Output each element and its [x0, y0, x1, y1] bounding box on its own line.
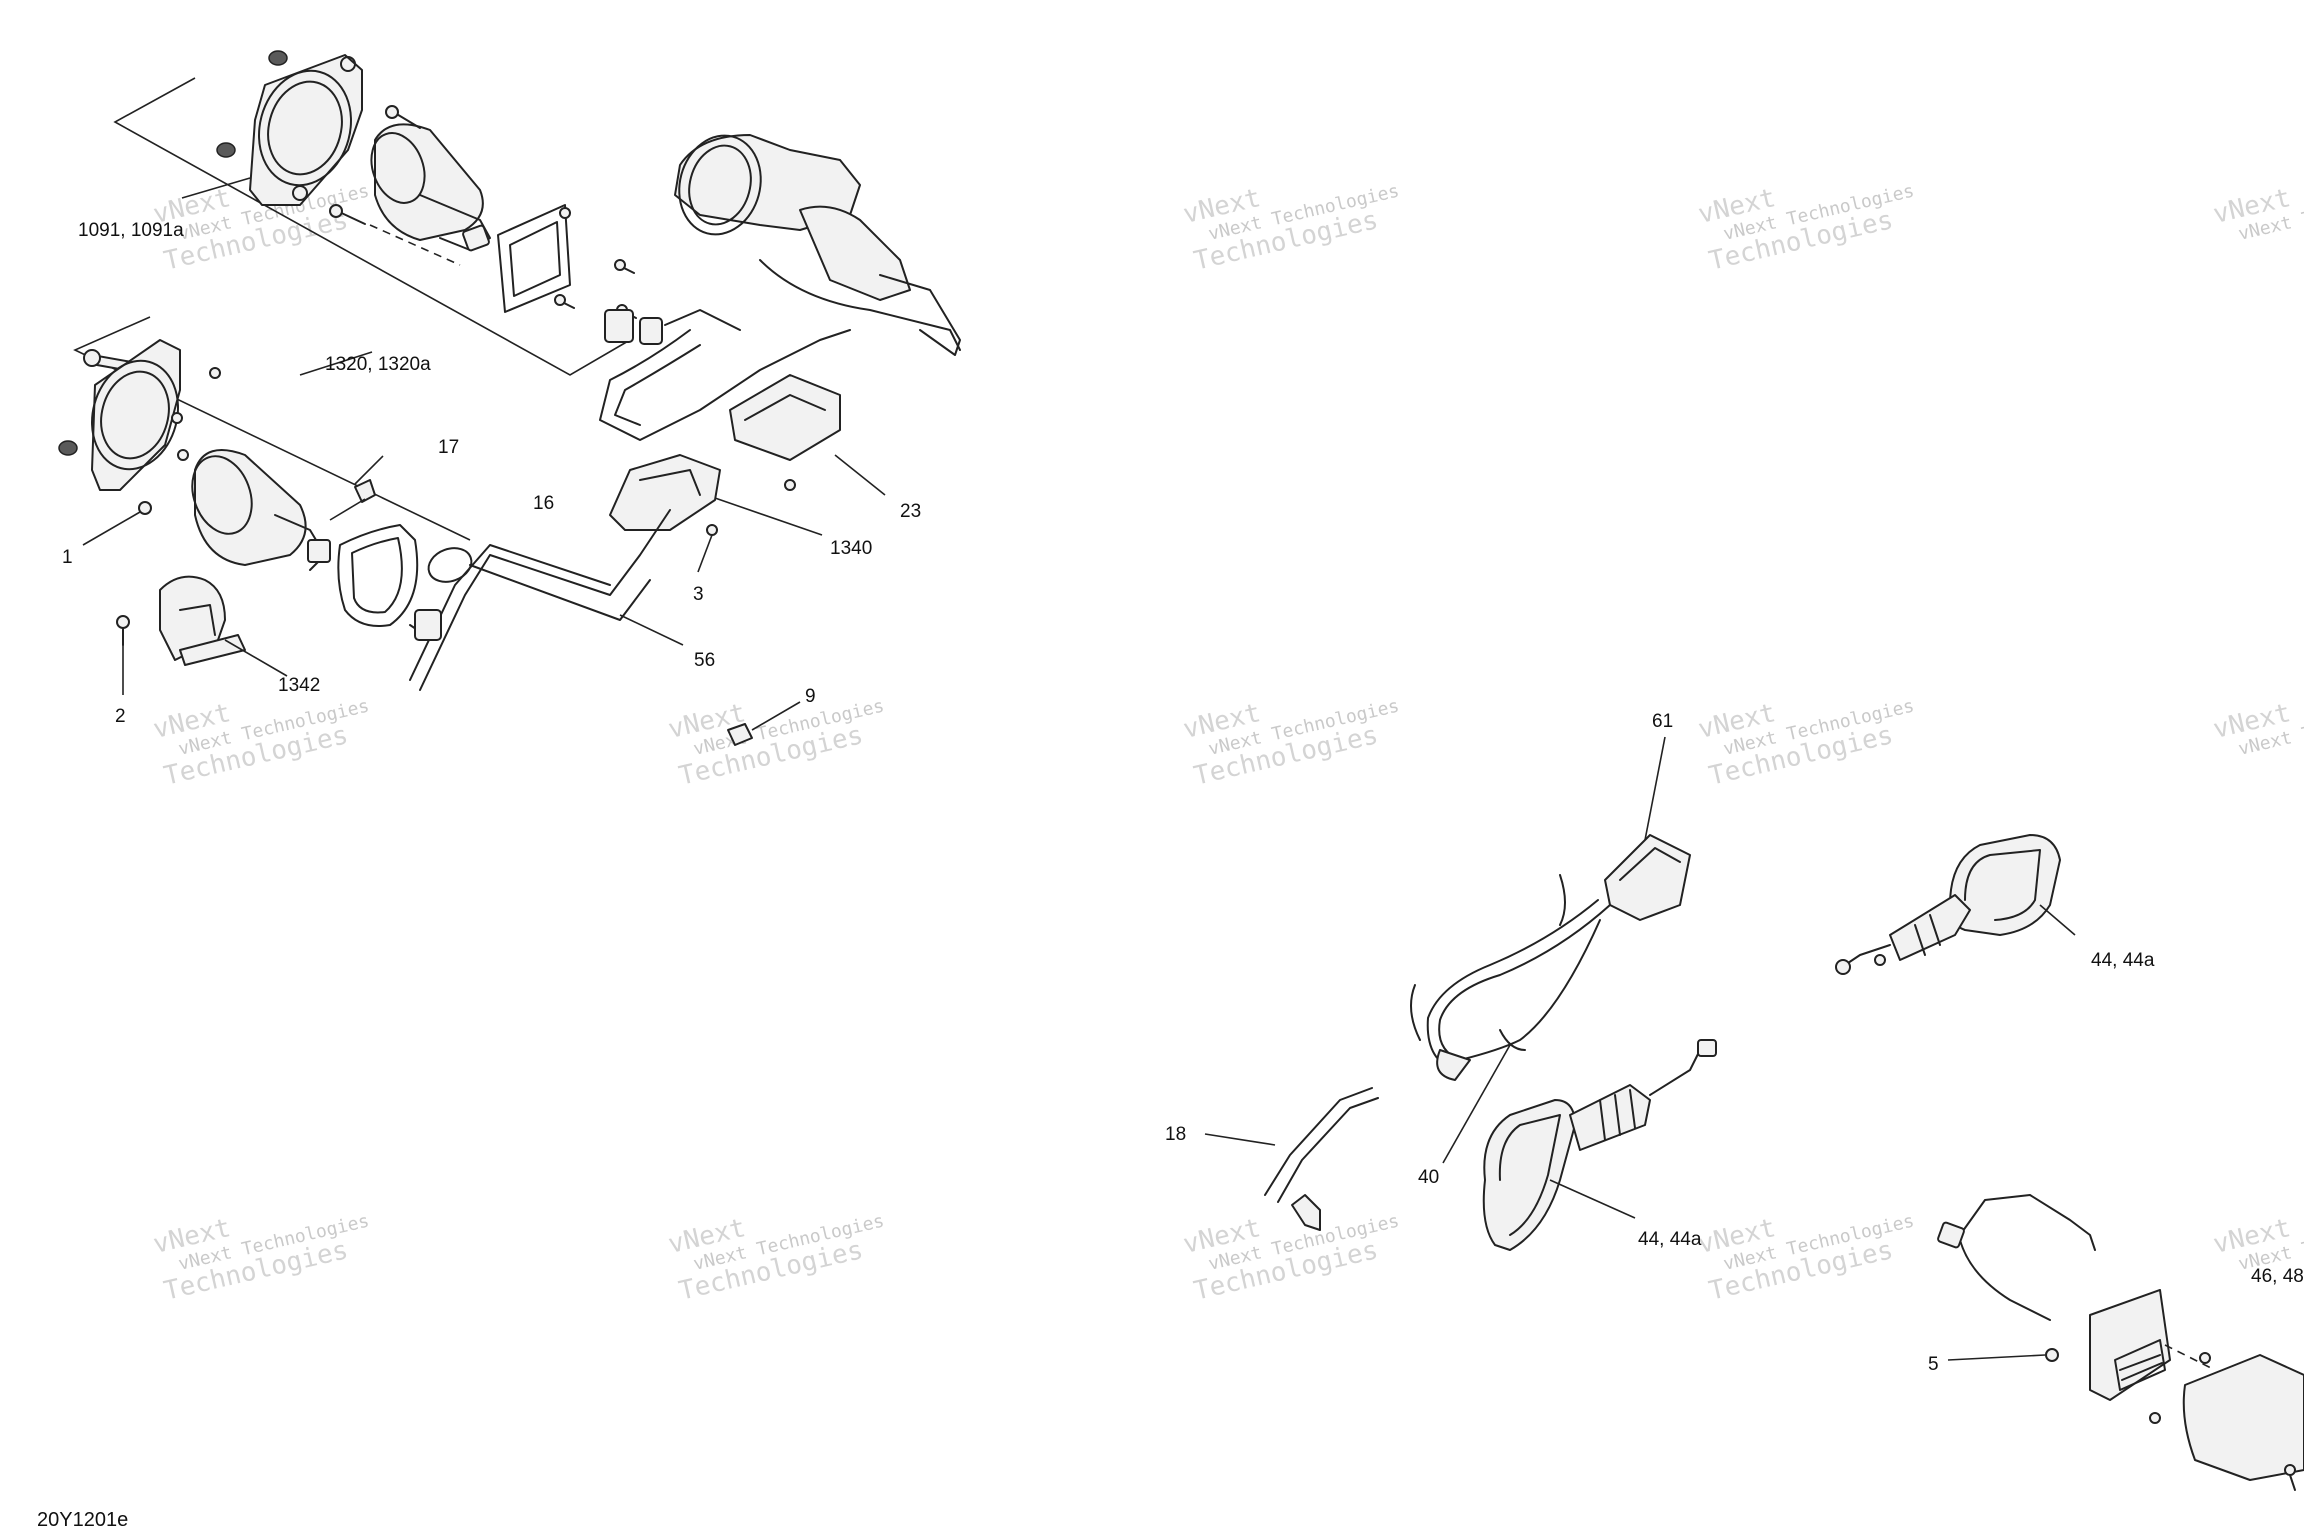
seal-ring [427, 547, 473, 583]
callout-1: 1 [62, 547, 73, 568]
callout-46: 46, 48 [2251, 1266, 2304, 1287]
screw-icon [2199, 1352, 2211, 1364]
connector-icon [639, 317, 663, 345]
headlight-assembly-upper [113, 50, 637, 376]
screw-icon [116, 615, 130, 629]
group-bracket-1091 [113, 77, 631, 376]
callout-2: 2 [115, 706, 126, 727]
group-bracket-1320 [73, 316, 471, 541]
callout-23: 23 [900, 501, 921, 522]
clip-9 [727, 723, 753, 746]
callout-17: 17 [438, 437, 459, 458]
callout-1340: 1340 [830, 538, 872, 559]
license-plate-light [1937, 1194, 2304, 1491]
leader-1320 [299, 351, 373, 376]
connector-icon [604, 309, 634, 343]
horn-1342 [159, 575, 246, 666]
headlamp-body [374, 123, 484, 241]
callout-1091: 1091, 1091a [78, 220, 184, 241]
headlight-mount-ring [249, 54, 363, 206]
screw-icon [138, 501, 152, 515]
callout-1320: 1320, 1320a [325, 354, 431, 375]
headlight-gasket [337, 524, 419, 627]
callout-1342: 1342 [278, 675, 320, 696]
screw-icon [2149, 1412, 2161, 1424]
turn-signal-lower [1482, 1039, 1717, 1251]
leader-1091 [181, 177, 251, 199]
watermark-grid: vNext vNext Technologies Technologies vN… [150, 181, 2304, 1307]
callout-40: 40 [1418, 1167, 1439, 1188]
callout-labels: 1091, 1091a 1320, 1320a 17 16 1 1342 2 2… [62, 220, 2304, 1375]
headlight-gasket [497, 204, 571, 313]
headlamp-body [194, 449, 307, 566]
control-module-23 [729, 374, 841, 461]
screw-icon [706, 524, 718, 536]
clip-17 [354, 479, 376, 503]
screw-icon [2284, 1464, 2296, 1476]
callout-44-upper: 44, 44a [2091, 950, 2155, 971]
connector-icon [1937, 1221, 1965, 1249]
callout-61: 61 [1652, 711, 1673, 732]
harness-tube-56 [419, 509, 671, 691]
screw-icon [784, 479, 796, 491]
harness-40 [1438, 904, 1611, 1061]
callout-5: 5 [1928, 1354, 1939, 1375]
bracket-18 [1264, 1087, 1379, 1231]
callout-3: 3 [693, 584, 704, 605]
callout-16: 16 [533, 493, 554, 514]
nut-icon [2045, 1348, 2059, 1362]
headlight-assembly-lower [58, 316, 473, 646]
rear-harness [1410, 834, 1691, 1081]
connector-61 [1604, 834, 1691, 921]
connector-icon [414, 609, 442, 641]
wiring-harness-front [409, 134, 961, 746]
grommet [216, 142, 236, 158]
grommet [268, 50, 288, 66]
grommet [58, 440, 78, 456]
diagram-code: 20Y1201e [37, 1509, 128, 1531]
callout-9: 9 [805, 686, 816, 707]
nut-icon [1835, 959, 1851, 975]
callout-18: 18 [1165, 1124, 1186, 1145]
callout-56: 56 [694, 650, 715, 671]
turn-signal-upper [1835, 834, 2061, 975]
callout-leaders [82, 454, 2076, 1361]
callout-44-lower: 44, 44a [1638, 1229, 1702, 1250]
